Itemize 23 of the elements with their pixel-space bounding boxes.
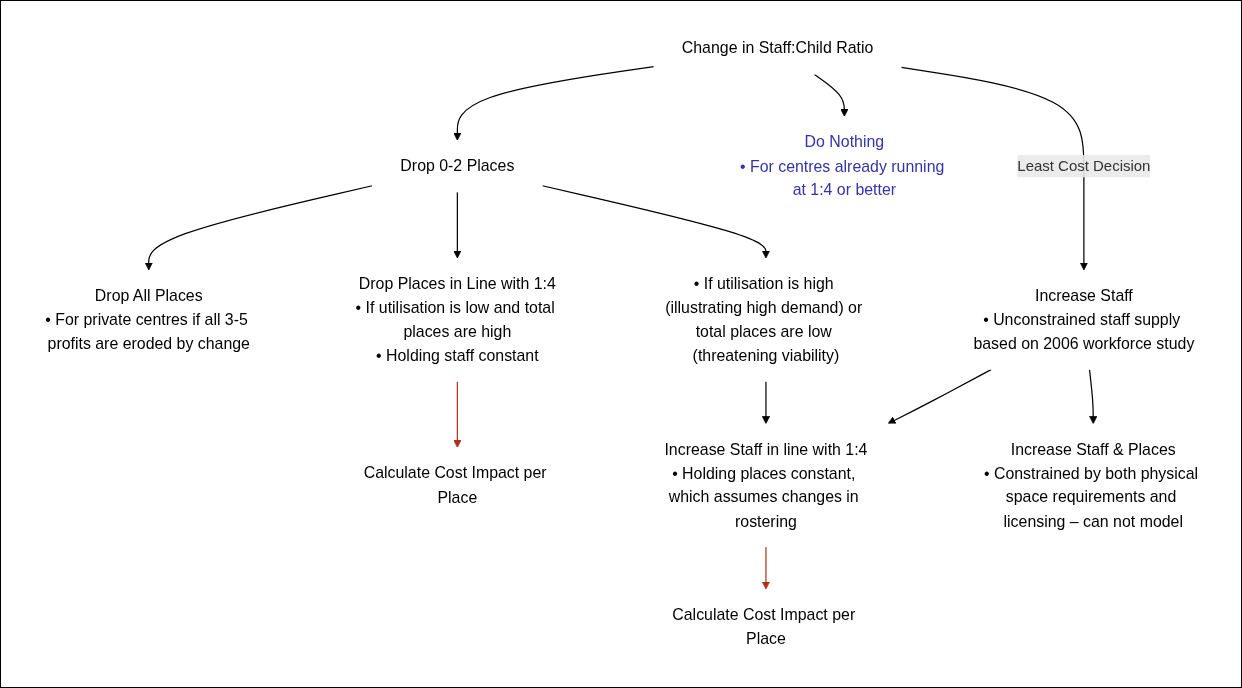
- arrow: [761, 546, 771, 590]
- node-text: Calculate Cost Impact per Place: [672, 606, 856, 648]
- node-text: Drop Places in Line with 1:4 • If utilisation is low and total places are high • Holding staff constant: [355, 275, 556, 365]
- arrow: [1088, 369, 1098, 425]
- arrow: [453, 381, 462, 449]
- arrow: [761, 381, 771, 425]
- node-text: Increase Staff • Unconstrained staff supply based on 2006 workforce study: [973, 287, 1195, 353]
- node-text: • If utilisation is high (illustrating high demand) or total places are low (threatening viability): [665, 275, 863, 365]
- node-text: Change in Staff:Child Ratio: [681, 39, 874, 58]
- arrow: [453, 191, 462, 259]
- node-text: Drop All Places • For private centres if all 3-5 profits are eroded by change: [45, 287, 250, 353]
- arrow: [887, 369, 992, 425]
- arrow: [813, 74, 849, 118]
- node-text: Drop 0-2 Places: [400, 157, 515, 176]
- node-text: Calculate Cost Impact per Place: [363, 464, 547, 507]
- arrow: [144, 185, 373, 271]
- node-text: Increase Staff in line with 1:4 • Holding places constant, which assumes changes in rostering: [664, 440, 868, 531]
- arrow: [541, 185, 771, 259]
- edge-label: Least Cost Decision: [1017, 158, 1151, 175]
- node-text: Do Nothing • For centres already running at 1:4 or better: [739, 133, 945, 200]
- node-text: Increase Staff & Places • Constrained by both physical space requirements and licensing – can not model: [983, 440, 1199, 531]
- arrow: [900, 67, 1088, 271]
- arrow: [453, 66, 655, 141]
